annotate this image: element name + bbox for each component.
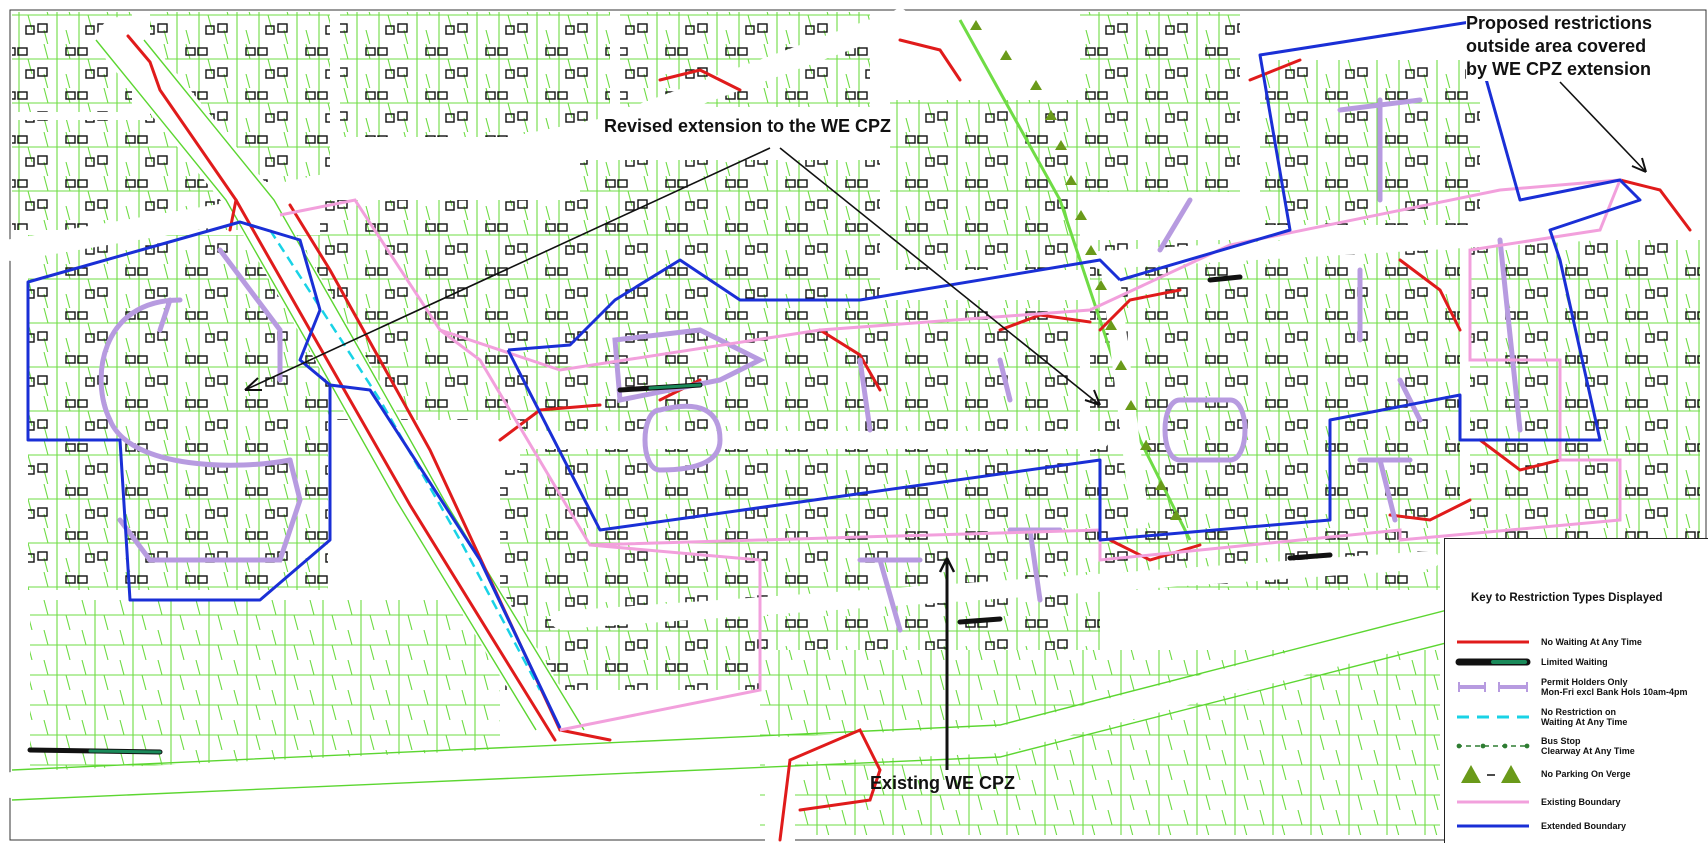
limited-waiting-symbol [1455, 658, 1531, 666]
no-parking-verge-symbol [1461, 765, 1521, 783]
block-n3 [620, 12, 870, 107]
arrow-revised-east [779, 147, 1101, 406]
key-label-bus-stop-2: Clearway At Any Time [1541, 746, 1635, 756]
permit-holder-bays [98, 97, 1523, 633]
block-n4 [1080, 12, 1240, 192]
key-row-no-waiting: No Waiting At Any Time [1445, 627, 1708, 657]
key-label-limited-waiting: Limited Waiting [1541, 657, 1608, 667]
arrow-proposed-head [1631, 157, 1647, 173]
map-key: Key to Restriction Types Displayed No Wa… [1444, 538, 1708, 843]
block-e2 [1470, 240, 1700, 540]
key-label-no-restriction-1: No Restriction on [1541, 707, 1617, 717]
arrow-revised-west-head [244, 377, 262, 391]
callout-proposed-line-3: by WE CPZ extension [1466, 59, 1652, 79]
key-row-limited-waiting: Limited Waiting [1445, 647, 1708, 677]
limited-waiting-bays [27, 274, 1333, 755]
permit-holders-symbol [1458, 682, 1528, 692]
block-ne [1260, 60, 1480, 225]
block-sw [30, 600, 500, 770]
block-e1 [1090, 240, 1460, 500]
arrow-proposed [1559, 81, 1647, 173]
key-label-existing-boundary: Existing Boundary [1541, 797, 1621, 807]
key-label-extended-boundary: Extended Boundary [1541, 821, 1627, 831]
key-label-no-parking-verge: No Parking On Verge [1541, 769, 1631, 779]
existing-boundary-symbol [1457, 800, 1529, 804]
no-waiting-symbol [1457, 640, 1529, 644]
key-row-extended-boundary: Extended Boundary [1445, 811, 1708, 841]
block-c2 [580, 160, 880, 300]
extended-boundary-lines [26, 20, 1642, 729]
callout-proposed-restrictions: Proposed restrictions outside area cover… [1466, 12, 1702, 81]
key-row-bus-stop: Bus Stop Clearway At Any Time [1445, 731, 1708, 761]
key-row-existing-boundary: Existing Boundary [1445, 787, 1708, 817]
callout-proposed-line-1: Proposed restrictions [1466, 13, 1653, 33]
block-n2 [340, 12, 610, 137]
key-label-permit-2: Mon-Fri excl Bank Hols 10am-4pm [1541, 687, 1688, 697]
key-row-no-parking-verge: No Parking On Verge [1445, 759, 1708, 789]
callout-proposed-line-2: outside area covered [1466, 36, 1647, 56]
bus-stop-symbol [1456, 743, 1530, 749]
callout-arrows [244, 81, 1647, 770]
block-c3 [890, 100, 1080, 270]
arrow-revised-east-head [1084, 389, 1101, 406]
open-space [958, 19, 1192, 541]
key-label-no-restriction-2: Waiting At Any Time [1541, 717, 1628, 727]
no-parking-verge-markers [970, 20, 1182, 520]
key-row-permit-holders: Permit Holders Only Mon-Fri excl Bank Ho… [1445, 671, 1708, 701]
key-label-permit-1: Permit Holders Only [1541, 677, 1628, 687]
no-restriction-symbol [1457, 715, 1529, 719]
arrow-existing-head [938, 557, 956, 573]
extended-boundary-symbol [1457, 824, 1529, 828]
key-row-no-restriction: No Restriction on Waiting At Any Time [1445, 701, 1708, 731]
map-frame [9, 9, 1707, 841]
key-label-no-waiting: No Waiting At Any Time [1541, 637, 1642, 647]
callout-existing-cpz: Existing WE CPZ [870, 773, 1016, 793]
existing-boundary-line [279, 178, 1623, 732]
arrow-revised-west [244, 147, 771, 391]
no-restriction-line [268, 229, 542, 691]
callout-revised-extension: Revised extension to the WE CPZ [602, 116, 894, 137]
key-label-bus-stop-1: Bus Stop [1541, 736, 1581, 746]
key-title: Key to Restriction Types Displayed [1471, 592, 1663, 604]
